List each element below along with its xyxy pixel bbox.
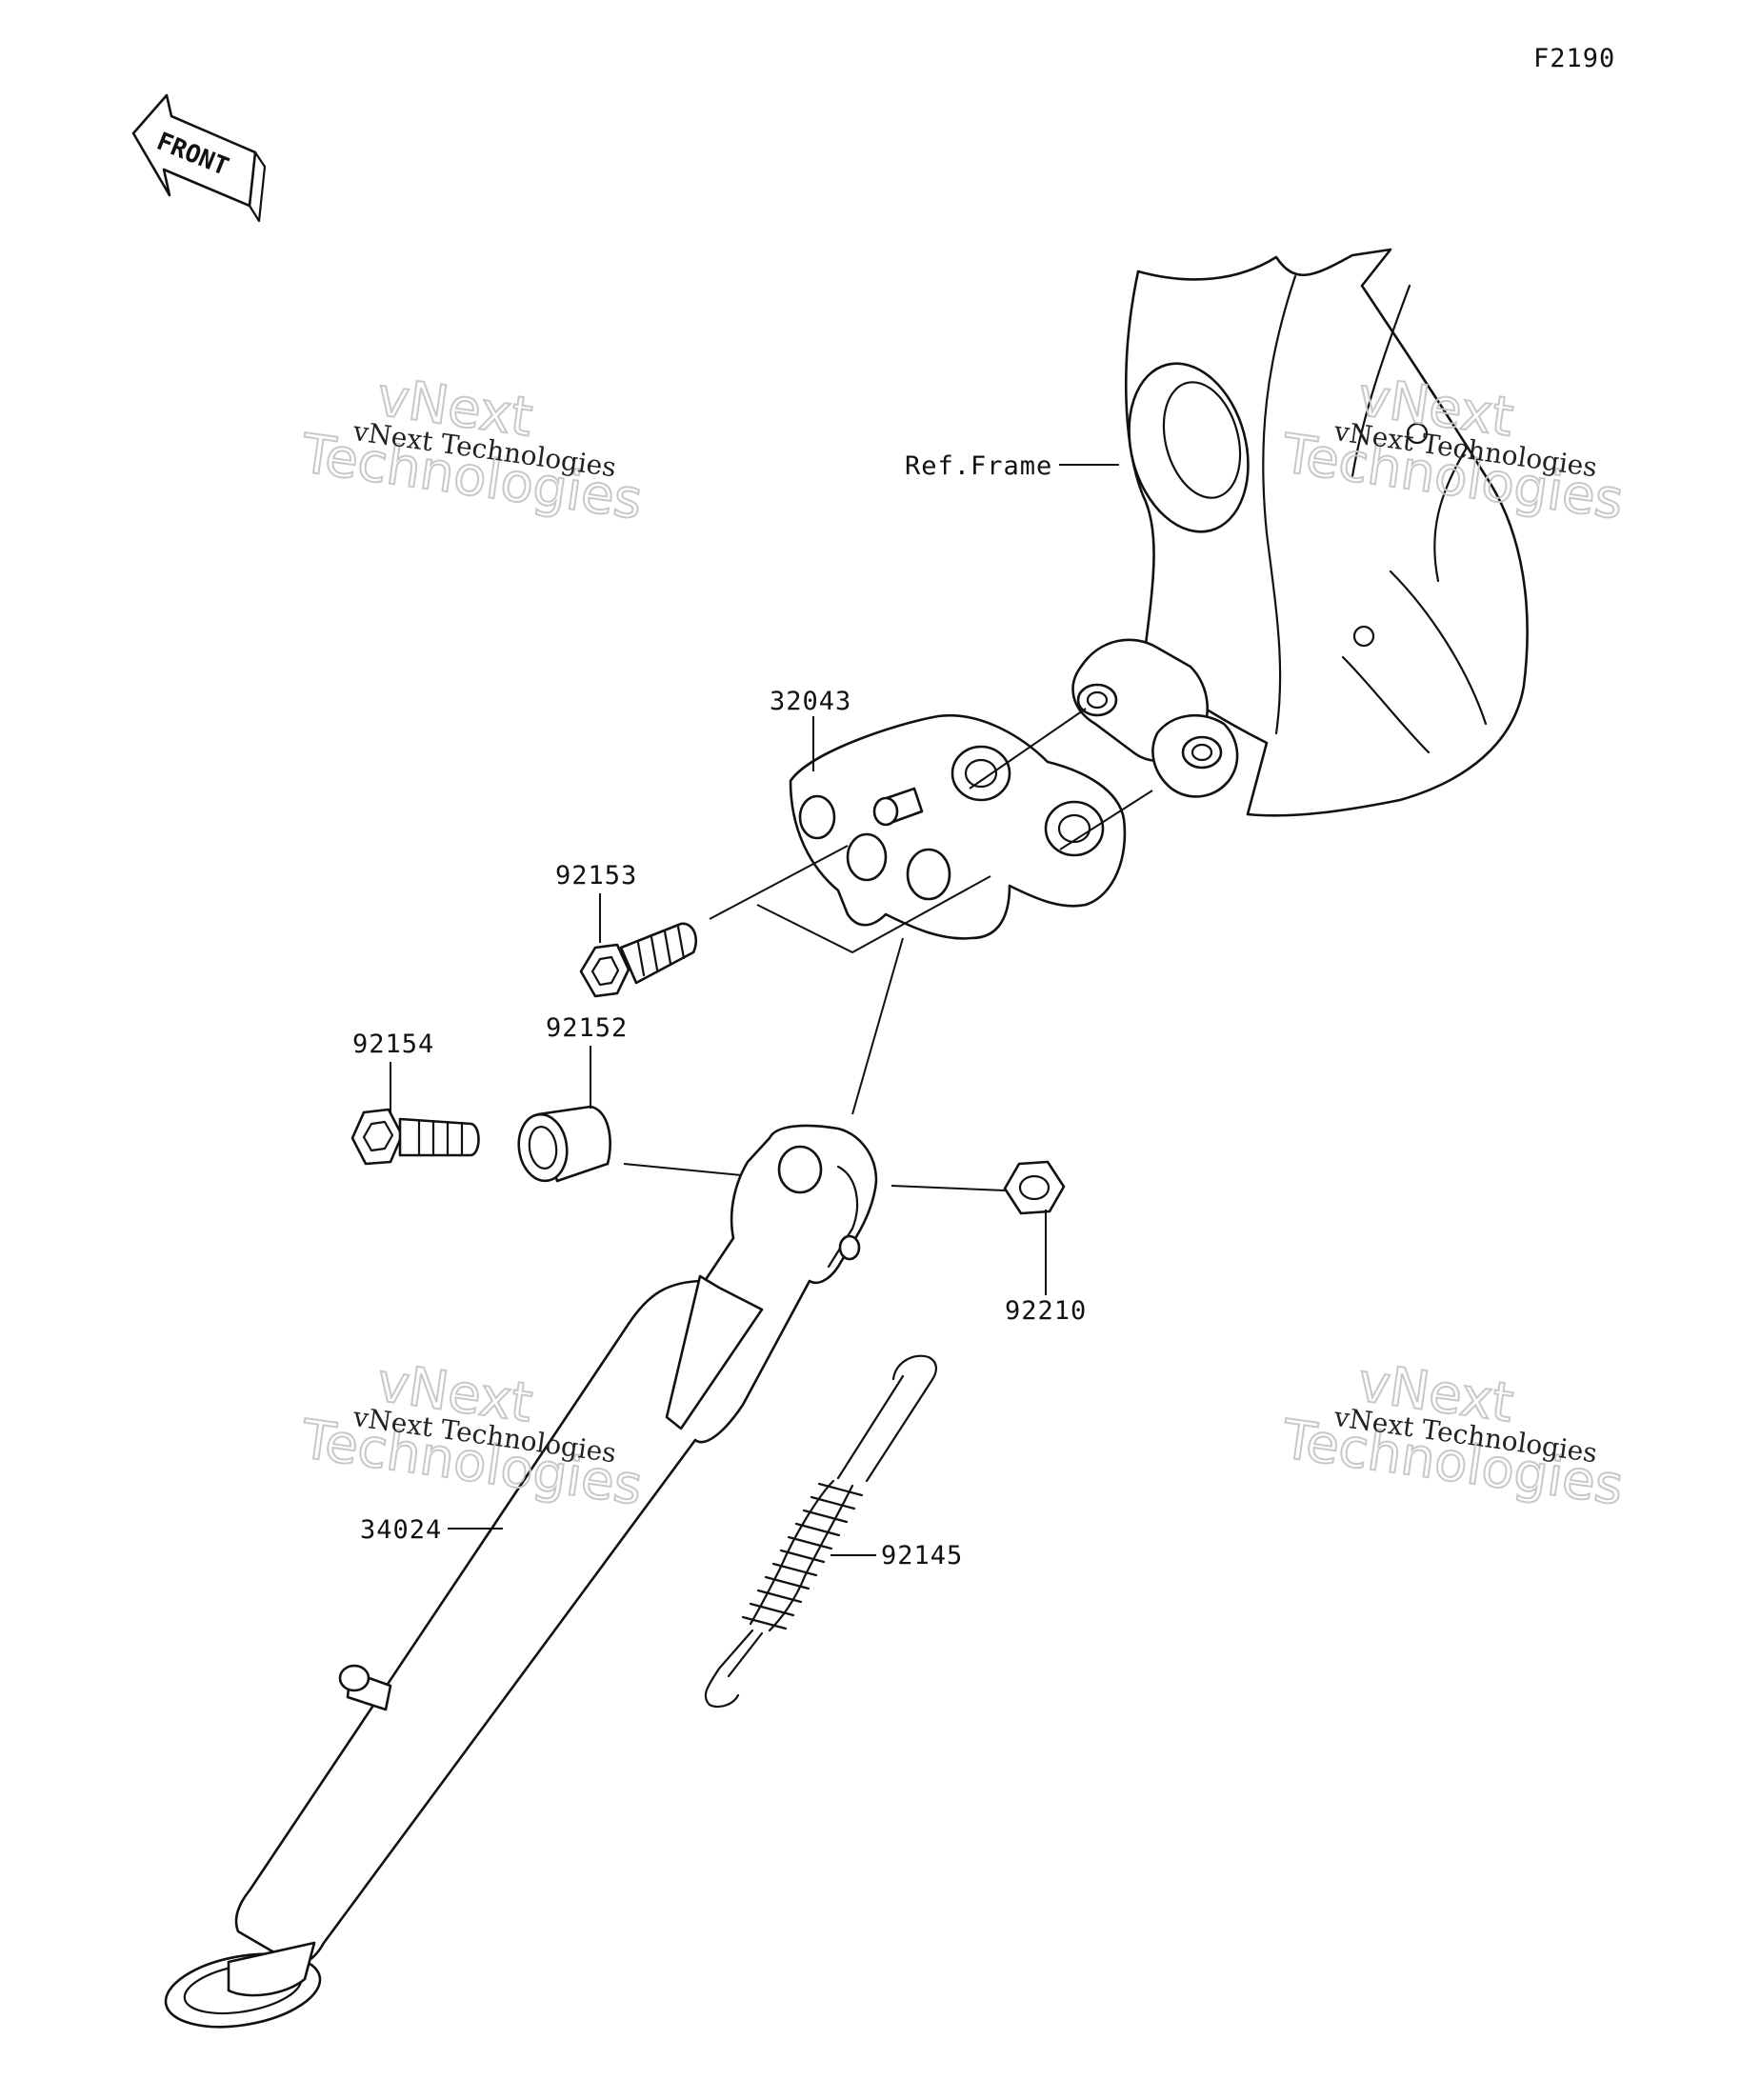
part-92145-spring	[704, 1354, 937, 1709]
part-32043-bracket	[789, 713, 1127, 940]
part-34024-side-stand	[164, 1124, 878, 2029]
part-92210-nut	[1003, 1160, 1066, 1215]
reference-frame	[1071, 248, 1529, 817]
front-arrow-icon: FRONT	[131, 93, 267, 223]
part-label-32043: 32043	[770, 687, 851, 716]
part-label-92154: 92154	[352, 1030, 434, 1059]
part-92152-collar	[517, 1105, 611, 1183]
part-label-92210: 92210	[1005, 1296, 1087, 1326]
figure-code: F2190	[1533, 44, 1615, 73]
part-92153-bolt	[579, 922, 698, 998]
watermark-bottom-right: vNext Technologies vNext Technologies	[1277, 1350, 1628, 1518]
part-label-34024: 34024	[360, 1515, 442, 1545]
part-label-92153: 92153	[555, 861, 637, 890]
ref-frame-label: Ref.Frame	[905, 451, 1052, 481]
part-label-92152: 92152	[546, 1013, 628, 1043]
part-92154-bolt	[350, 1108, 480, 1166]
watermark-top-left: vNext Technologies vNext Technologies	[296, 365, 647, 532]
part-label-92145: 92145	[881, 1541, 963, 1570]
